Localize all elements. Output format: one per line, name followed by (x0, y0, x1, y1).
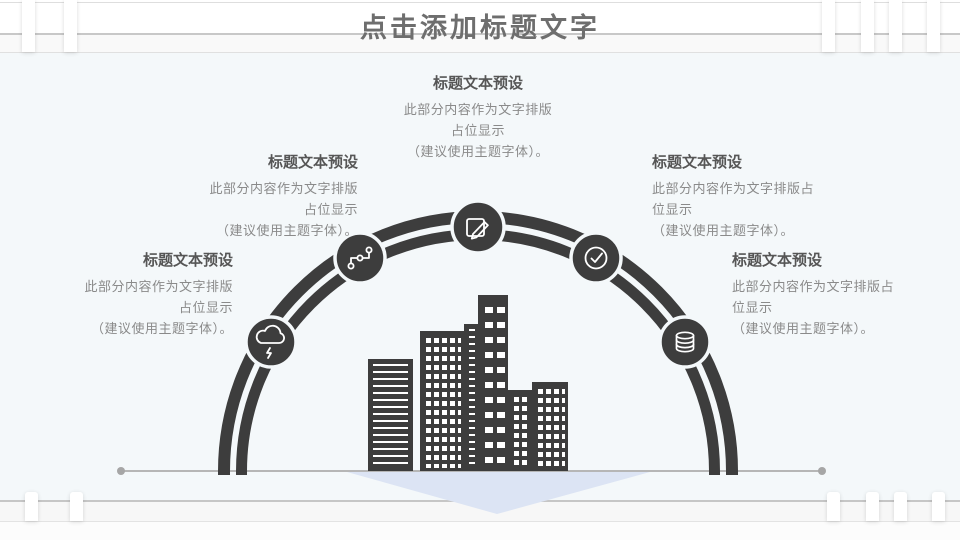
frame-tile-joint (866, 492, 879, 521)
block-line: （建议使用主题字体）。 (406, 144, 549, 159)
block-heading: 标题文本预设 (652, 154, 743, 171)
building (478, 295, 508, 471)
cloud-lightning-icon (244, 315, 298, 369)
frame-tile-joint (927, 0, 940, 52)
building (464, 324, 480, 471)
frame-tile-joint (889, 0, 902, 52)
ground-diamond (347, 472, 650, 514)
block-line: 占位显示 (178, 300, 233, 315)
text-block-left-upper: 标题文本预设 此部分内容作为文字排版 占位显示 （建议使用主题字体）。 (138, 151, 358, 241)
edit-pencil-icon (450, 199, 506, 255)
block-heading: 标题文本预设 (432, 75, 523, 92)
block-heading: 标题文本预设 (267, 154, 358, 171)
frame-tile-joint (70, 492, 83, 521)
block-line: （建议使用主题字体）。 (652, 223, 795, 238)
frame-band-top (0, 0, 960, 35)
database-icon (658, 315, 712, 369)
building (508, 390, 532, 471)
block-line: 此部分内容作为文字排版 (403, 102, 553, 117)
block-line: （建议使用主题字体）。 (732, 321, 875, 336)
frame-tile-joint (894, 492, 907, 521)
frame-band-top-2 (0, 35, 960, 53)
frame-tile-joint (827, 492, 840, 521)
baseline-right-dot (818, 467, 826, 475)
frame-tile-joint (25, 492, 38, 521)
text-block-right-lower: 标题文本预设 此部分内容作为文字排版占 位显示 （建议使用主题字体）。 (732, 249, 917, 339)
building (420, 331, 464, 471)
block-line: 占位显示 (450, 123, 505, 138)
block-line: 此部分内容作为文字排版占 (652, 181, 815, 196)
baseline-left-dot (117, 467, 125, 475)
block-line: 位显示 (652, 202, 693, 217)
frame-hairline-top (0, 2, 960, 3)
frame-tile-joint (64, 0, 77, 52)
frame-band-bottom (0, 502, 960, 522)
frame-tile-joint (861, 0, 874, 52)
text-block-left-lower: 标题文本预设 此部分内容作为文字排版 占位显示 （建议使用主题字体）。 (13, 249, 233, 339)
frame-tile-joint (932, 492, 945, 521)
building (368, 359, 413, 471)
check-circle-icon (569, 231, 623, 285)
block-line: 此部分内容作为文字排版占 (732, 279, 895, 294)
frame-tile-joint (22, 0, 35, 52)
block-line: （建议使用主题字体）。 (90, 321, 233, 336)
building (532, 382, 568, 471)
block-line: （建议使用主题字体）。 (215, 223, 358, 238)
slide-title: 点击添加标题文字 (360, 13, 600, 43)
frame-band-bottom-2 (0, 522, 960, 540)
text-block-right-upper: 标题文本预设 此部分内容作为文字排版占 位显示 （建议使用主题字体）。 (652, 151, 837, 241)
frame-tile-joint (822, 0, 835, 52)
block-heading: 标题文本预设 (732, 252, 823, 269)
block-line: 此部分内容作为文字排版 (209, 181, 358, 196)
block-line: 占位显示 (303, 202, 358, 217)
block-line: 此部分内容作为文字排版 (84, 279, 233, 294)
route-nodes-icon (333, 231, 387, 285)
block-heading: 标题文本预设 (142, 252, 233, 269)
text-block-top: 标题文本预设 此部分内容作为文字排版 占位显示 （建议使用主题字体）。 (358, 72, 598, 162)
city-skyline (365, 293, 570, 471)
block-line: 位显示 (732, 300, 773, 315)
